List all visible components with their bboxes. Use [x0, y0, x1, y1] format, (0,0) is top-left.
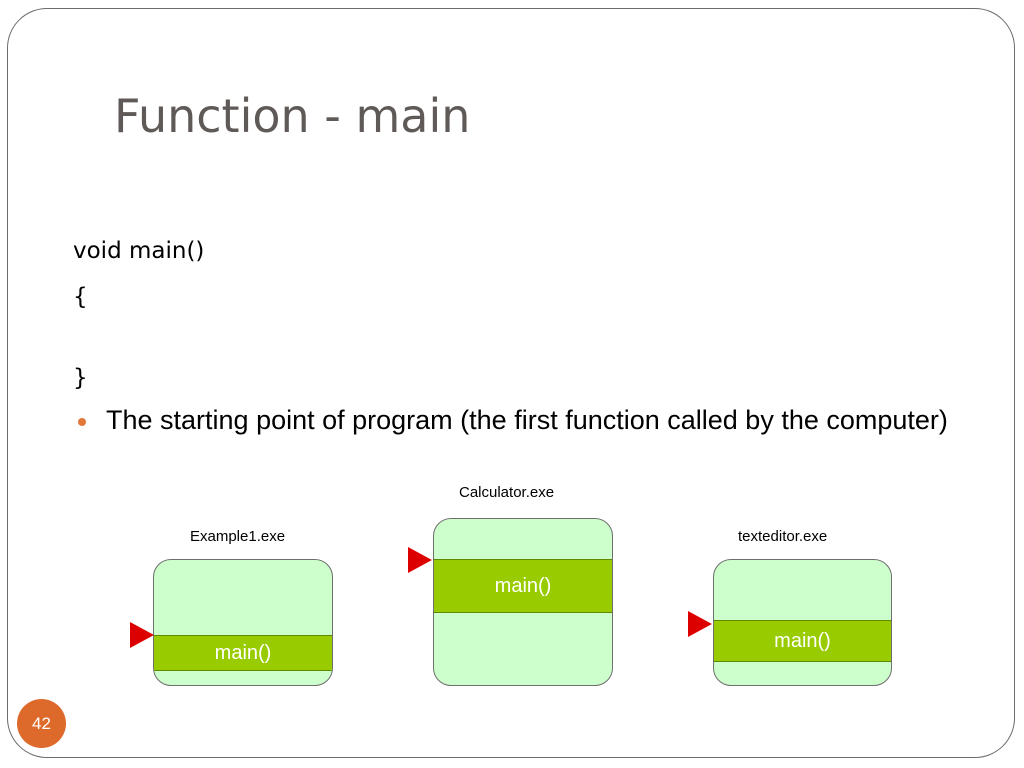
program-box-texteditor: main(): [713, 559, 892, 686]
program-box-calculator: main(): [433, 518, 613, 686]
program-box-example1: main(): [153, 559, 333, 686]
bullet-dot-icon: [78, 418, 86, 426]
slide-frame: [7, 8, 1015, 758]
page-number-badge: 42: [17, 699, 66, 748]
red-triangle-pointer-icon: [688, 611, 712, 637]
red-triangle-pointer-icon: [408, 547, 432, 573]
main-function-band-texteditor: main(): [714, 620, 891, 662]
slide-title: Function - main: [114, 89, 471, 143]
program-label-example1: Example1.exe: [190, 528, 286, 545]
main-function-band-calculator: main(): [434, 559, 612, 613]
code-line-1: void main(): [73, 238, 205, 264]
code-line-2: {: [73, 284, 88, 310]
program-label-texteditor: texteditor.exe: [738, 528, 828, 545]
program-label-calculator: Calculator.exe: [459, 484, 555, 501]
bullet-text: The starting point of program (the first…: [106, 405, 948, 435]
code-line-3: }: [73, 365, 88, 391]
red-triangle-pointer-icon: [130, 622, 154, 648]
main-function-band-example1: main(): [154, 635, 332, 671]
